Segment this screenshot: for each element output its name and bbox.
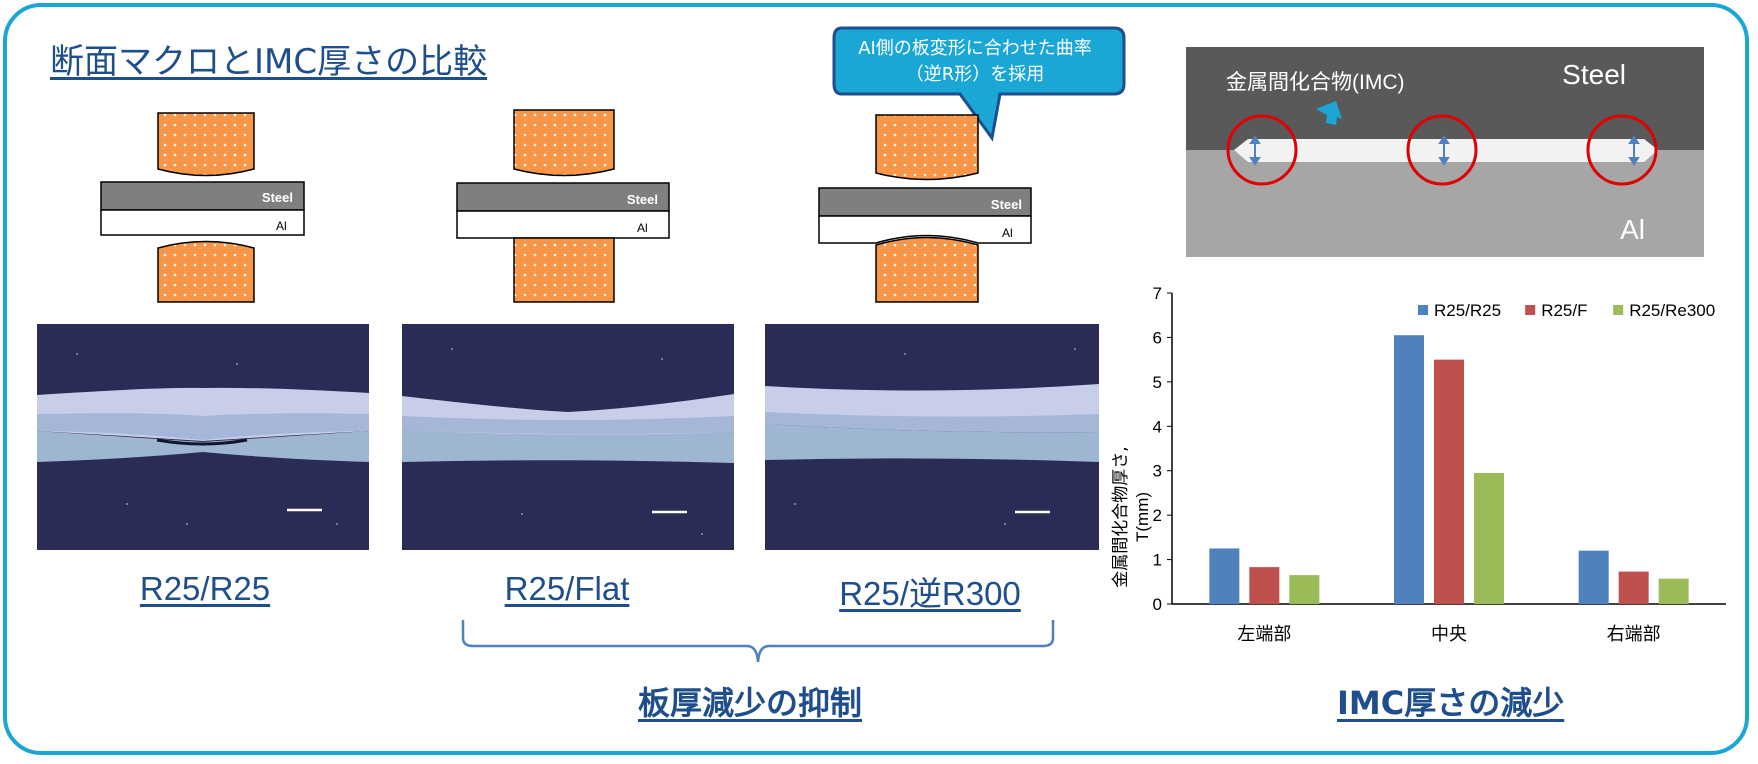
steel-sheet — [456, 182, 670, 212]
schematic-r25-flat: Steel Al — [456, 109, 670, 303]
bar — [1618, 571, 1649, 604]
y-tick-label: 7 — [1153, 284, 1162, 303]
micrograph-r25-flat — [402, 324, 734, 550]
bar — [1249, 567, 1280, 604]
thickness-reduction-label: 板厚減少の抑制 — [638, 684, 863, 722]
al-sheet — [818, 215, 1032, 244]
callout-text: AI側の板変形に合わせた曲率（逆R形）を採用 — [858, 38, 1092, 85]
highlight-circle-center — [1406, 114, 1478, 186]
y-tick-label: 1 — [1153, 551, 1162, 570]
steel-label: Steel — [627, 192, 658, 207]
bar — [1209, 548, 1240, 604]
y-axis-label-line2: T(mm) — [1133, 492, 1152, 542]
y-tick-label: 5 — [1153, 373, 1162, 392]
steel-sheet — [818, 187, 1032, 217]
legend-label: R25/F — [1541, 301, 1587, 320]
page-title: 断面マクロとIMC厚さの比較 — [50, 42, 488, 82]
steel-label: Steel — [262, 190, 293, 205]
x-tick-label: 右端部 — [1607, 624, 1661, 645]
schematic-r25-r25: Steel Al — [100, 112, 305, 303]
imc-reduction-label: IMC厚さの減少 — [1337, 684, 1565, 722]
al-label: Al — [637, 221, 648, 235]
upper-electrode — [513, 109, 615, 177]
x-tick-label: 左端部 — [1237, 624, 1291, 645]
lower-electrode — [513, 237, 615, 303]
imc-diagram: Steel Al 金属間化合物(IMC) — [1186, 47, 1704, 257]
micrograph-r25-reverse-r300 — [765, 324, 1099, 550]
callout-shape — [832, 26, 1126, 142]
chart-legend: R25/R25 R25/F R25/Re300 — [1418, 301, 1715, 320]
y-tick-label: 2 — [1153, 506, 1162, 525]
legend-swatch — [1613, 305, 1624, 315]
brace-bracket — [461, 620, 1055, 663]
y-axis-label-line1: 金属間化合物厚さ, — [1111, 446, 1131, 587]
legend-label: R25/Re300 — [1629, 301, 1715, 320]
bar — [1434, 359, 1464, 604]
chart-bars: 左端部 中央 右端部 — [1209, 335, 1689, 645]
sample-label-r25-reverse-r300: R25/逆R300 — [839, 575, 1021, 612]
bar — [1289, 575, 1320, 604]
highlight-circle-right — [1586, 114, 1658, 186]
lower-electrode — [157, 240, 255, 303]
y-tick-label: 4 — [1153, 417, 1162, 436]
lower-electrode — [875, 236, 979, 303]
highlight-circle-left — [1226, 114, 1298, 186]
sample-label-r25-r25: R25/R25 — [139, 570, 271, 607]
upper-electrode — [157, 112, 255, 177]
bar — [1474, 472, 1504, 604]
al-sheet — [456, 210, 670, 239]
y-tick-label: 0 — [1153, 595, 1162, 614]
steel-label: Steel — [991, 197, 1022, 212]
al-sheet — [100, 209, 305, 236]
bar — [1578, 550, 1609, 604]
legend-swatch — [1418, 305, 1428, 315]
arrow-icon — [1316, 101, 1342, 125]
steel-label: Steel — [1562, 59, 1626, 90]
micrograph-r25-r25 — [37, 324, 369, 550]
electrode-schematics: Steel Al Steel Al Steel Al — [100, 109, 1032, 303]
slide-frame — [3, 3, 1749, 755]
imc-label: 金属間化合物(IMC) — [1226, 71, 1404, 94]
al-label: Al — [1620, 214, 1645, 245]
al-label: Al — [1002, 226, 1013, 240]
legend-label: R25/R25 — [1434, 301, 1501, 320]
schematic-r25-reverse-r300: Steel Al — [818, 114, 1032, 303]
bar — [1658, 578, 1689, 604]
legend-swatch — [1525, 305, 1536, 315]
y-tick-label: 3 — [1153, 462, 1162, 481]
al-label: Al — [276, 219, 287, 233]
x-tick-label: 中央 — [1431, 624, 1467, 645]
callout-bubble: AI側の板変形に合わせた曲率（逆R形）を採用 — [832, 26, 1132, 144]
sample-label-r25-flat: R25/Flat — [504, 570, 630, 607]
upper-electrode — [875, 114, 979, 181]
steel-sheet — [100, 181, 305, 211]
bar — [1394, 335, 1424, 604]
y-tick-label: 6 — [1153, 328, 1162, 347]
